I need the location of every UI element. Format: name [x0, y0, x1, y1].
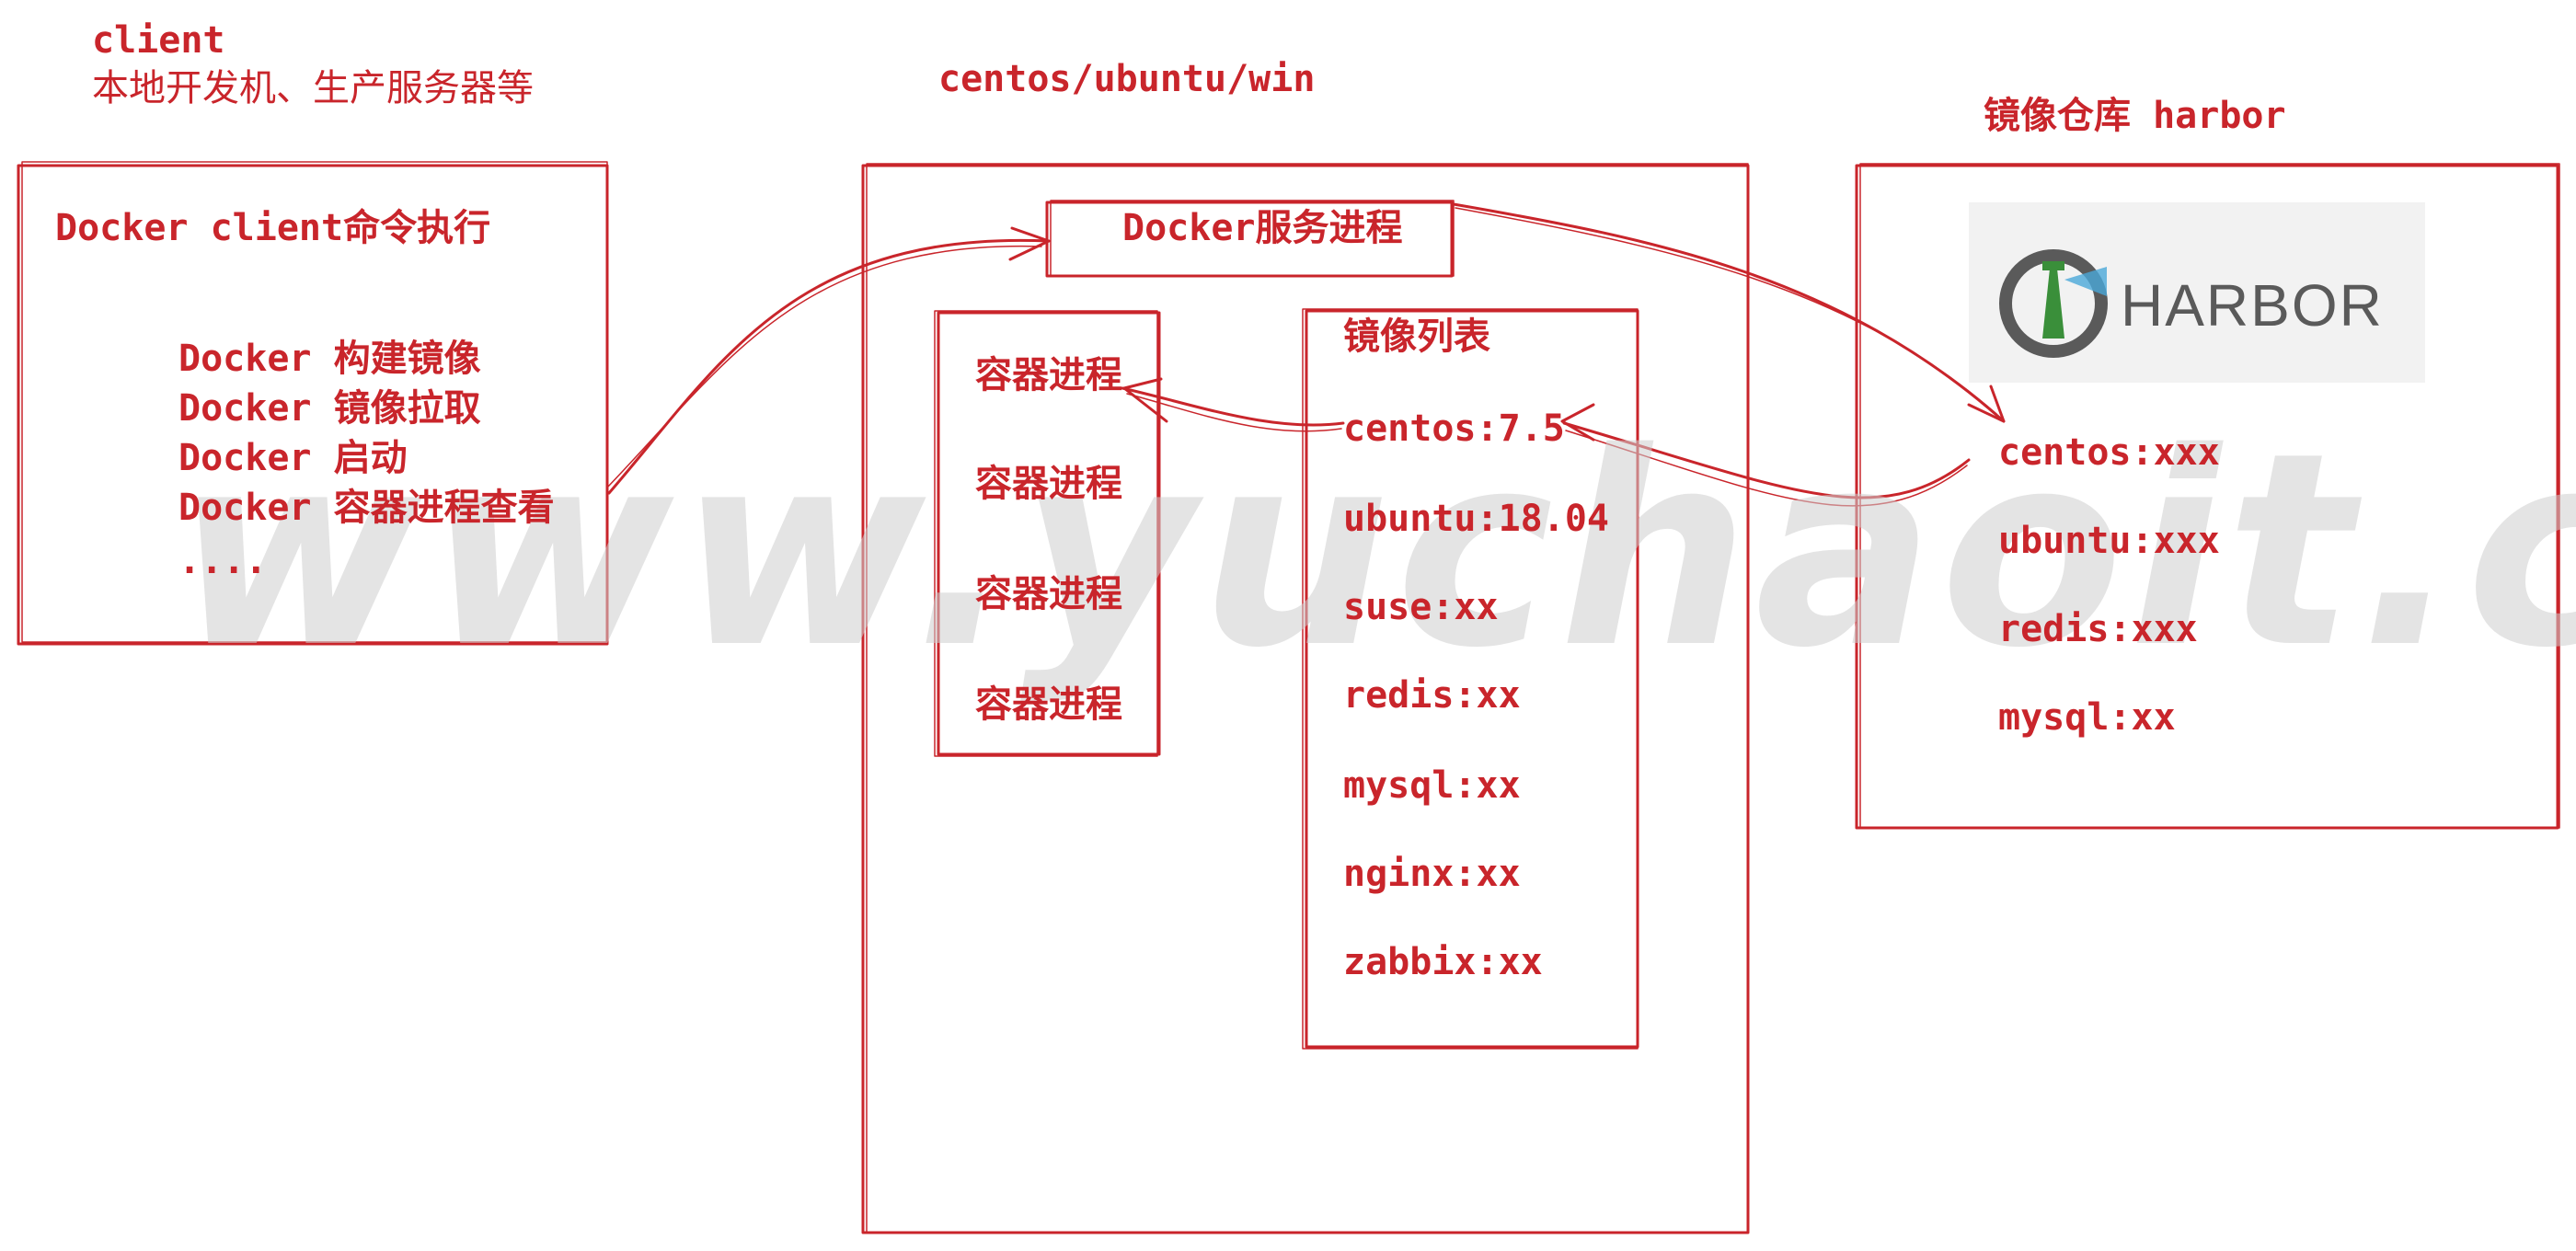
image-item: zabbix:xx — [1343, 941, 1543, 983]
container-process: 容器进程 — [975, 573, 1122, 615]
registry-image-item: redis:xxx — [1998, 608, 2198, 650]
image-item: mysql:xx — [1343, 764, 1521, 807]
harbor-logo-text: HARBOR — [2121, 272, 2384, 339]
docker-service-label: Docker服务进程 — [1122, 207, 1403, 249]
containers-box — [937, 311, 1161, 756]
client-box-heading: Docker client命令执行 — [55, 207, 491, 249]
harbor-logo — [1969, 202, 2425, 383]
client-title: client — [92, 19, 225, 62]
image-item: ubuntu:18.04 — [1343, 498, 1609, 540]
command-more: .... — [178, 540, 268, 582]
command-pull: Docker 镜像拉取 — [178, 387, 481, 430]
image-item: redis:xx — [1343, 674, 1521, 717]
container-process: 容器进程 — [975, 463, 1122, 505]
image-item: centos:7.5 — [1343, 407, 1565, 450]
command-ps: Docker 容器进程查看 — [178, 487, 555, 529]
command-build: Docker 构建镜像 — [178, 338, 481, 380]
arrow-service-to-registry — [1452, 202, 2006, 423]
image-item: suse:xx — [1343, 586, 1499, 628]
host-title: centos/ubuntu/win — [938, 58, 1316, 100]
image-list-title: 镜像列表 — [1343, 316, 1490, 358]
image-item: nginx:xx — [1343, 853, 1521, 895]
arrow-client-to-service — [607, 238, 1051, 495]
arrow-registry-to-image — [1562, 421, 1971, 499]
command-run: Docker 启动 — [178, 437, 408, 479]
container-process: 容器进程 — [975, 354, 1122, 396]
container-process: 容器进程 — [975, 683, 1122, 726]
registry-image-item: centos:xxx — [1998, 431, 2220, 474]
registry-title: 镜像仓库 harbor — [1984, 95, 2286, 137]
registry-image-item: mysql:xx — [1998, 696, 2176, 739]
arrow-image-to-container — [1121, 386, 1345, 427]
client-subtitle: 本地开发机、生产服务器等 — [92, 67, 534, 109]
watermark: www.yuchaoit.cn — [175, 396, 2576, 706]
registry-image-item: ubuntu:xxx — [1998, 520, 2220, 562]
